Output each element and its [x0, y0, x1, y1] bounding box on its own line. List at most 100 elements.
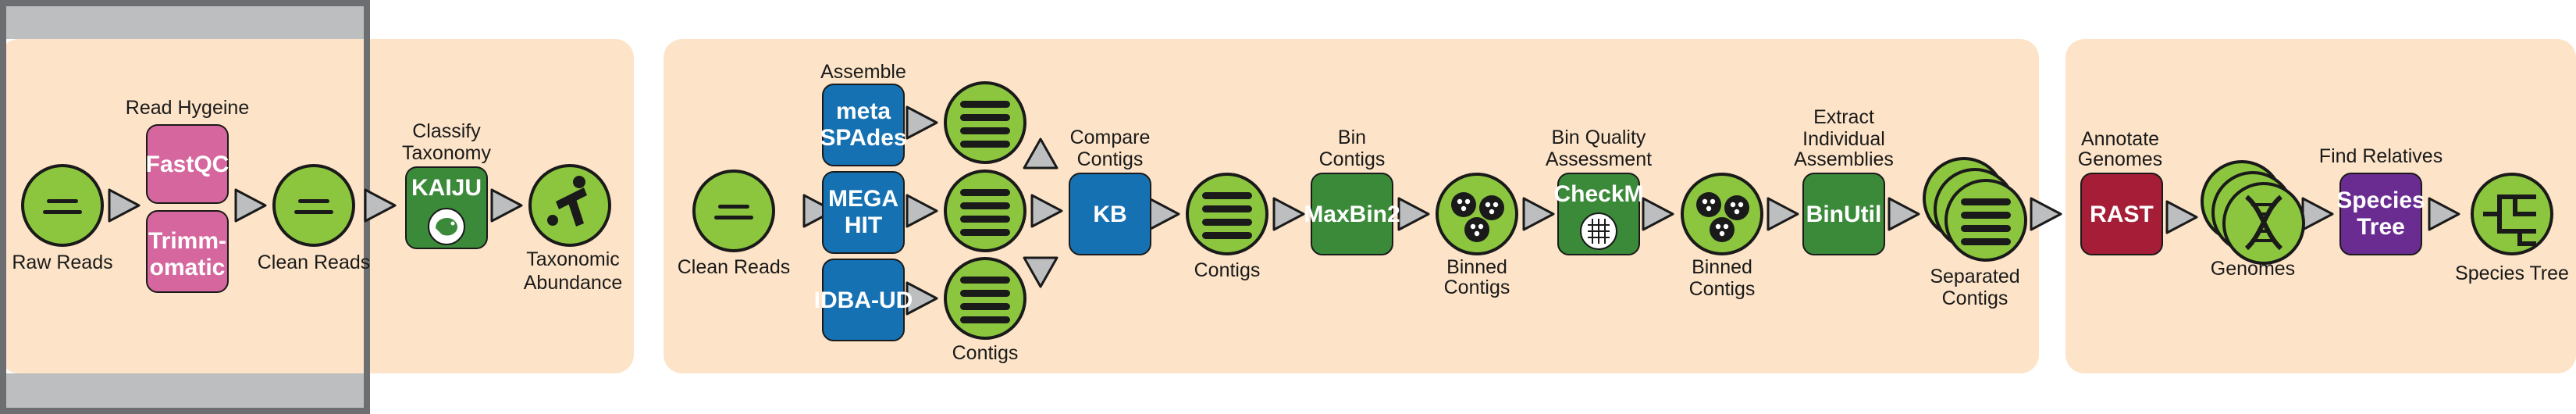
tool-texts: FastQC Trimm- omatic KAIJU meta SPAdes M… [146, 98, 2425, 313]
label-classify-1: Classify [412, 120, 481, 142]
label-annotate-1: Annotate [2081, 128, 2159, 150]
arrow-6 [906, 105, 938, 140]
species-tree-label-1: Species [2336, 187, 2425, 213]
metaspades-label-1: meta [836, 98, 891, 124]
data-nodes [21, 81, 2553, 340]
label-annotate-2: Genomes [2078, 148, 2162, 170]
label-extract-1: Extract [1813, 106, 1874, 128]
maxbin-label: MaxBin2 [1304, 202, 1400, 227]
label-binned-1b: Contigs [1444, 277, 1510, 298]
kb-label: KB [1093, 202, 1126, 227]
arrow-up [1023, 137, 1059, 170]
binutil-label: BinUtil [1806, 202, 1882, 227]
arrow-12 [1522, 197, 1555, 231]
node-genomes [2201, 160, 2305, 265]
panel-annotation [2065, 39, 2576, 373]
label-binned-2b: Contigs [1689, 278, 1756, 300]
trimmomatic-label-2: omatic [150, 255, 226, 280]
label-tax-abund-2: Abundance [524, 272, 623, 294]
node-separated-contigs [1923, 157, 2027, 262]
label-compare-1: Compare [1070, 127, 1151, 148]
arrow-1 [108, 188, 141, 223]
label-tax-abund-1: Taxonomic [526, 248, 620, 270]
arrow-11 [1397, 197, 1430, 231]
label-contigs-2: Contigs [1194, 259, 1261, 281]
arrow-down [1023, 256, 1059, 288]
label-extract-2: Individual [1802, 128, 1885, 150]
kaiju-logo-icon [428, 208, 465, 245]
node-contigs-b [944, 170, 1026, 252]
label-read-hygeine: Read Hygeine [126, 97, 249, 119]
label-binned-1a: Binned [1446, 256, 1507, 278]
trimmomatic-label-1: Trimm- [148, 228, 226, 254]
node-raw-reads [21, 164, 104, 247]
node-taxonomic-abundance [528, 164, 611, 247]
arrow-19 [2428, 197, 2460, 231]
node-binned-contigs-2 [1681, 173, 1763, 255]
rast-label: RAST [2090, 202, 2154, 227]
label-binq-2: Assessment [1546, 148, 1652, 170]
label-compare-2: Contigs [1077, 148, 1144, 170]
label-assemble: Assemble [820, 61, 906, 83]
step-labels: Raw Reads Read Hygeine Clean Reads Class… [12, 61, 2569, 364]
kaiju-label: KAIJU [411, 175, 482, 201]
arrow-8 [906, 281, 938, 316]
metaspades-label-2: SPAdes [820, 125, 906, 151]
box-binutil [1802, 173, 1885, 255]
arrow-5 [802, 194, 835, 228]
box-rast [2080, 173, 2163, 255]
tool-boxes [146, 84, 2422, 341]
node-contigs-2 [1186, 173, 1268, 255]
label-bin-2: Contigs [1319, 148, 1386, 170]
node-contigs-c [944, 257, 1026, 340]
label-clean-reads-2: Clean Reads [678, 256, 791, 278]
arrow-14 [1767, 197, 1799, 231]
label-contigs-1: Contigs [952, 342, 1019, 364]
label-find-relatives: Find Relatives [2319, 145, 2443, 167]
label-bin-1: Bin [1338, 127, 1366, 148]
box-idba [822, 259, 905, 341]
checkm-label: CheckM [1553, 181, 1643, 207]
node-clean-reads-1 [272, 164, 355, 247]
label-species-tree: Species Tree [2455, 262, 2569, 284]
arrow-4 [490, 188, 523, 223]
checkm-logo-icon [1580, 212, 1617, 250]
arrow-2 [234, 188, 267, 223]
arrows [108, 105, 2460, 316]
label-separated-1: Separated [1930, 266, 2019, 287]
megahit-label-2: HIT [845, 212, 882, 238]
box-maxbin [1311, 173, 1393, 255]
label-genomes: Genomes [2211, 258, 2295, 280]
arrow-10 [1272, 197, 1305, 231]
node-species-tree [2471, 173, 2553, 255]
label-extract-3: Assemblies [1794, 148, 1894, 170]
node-contigs-a [944, 81, 1026, 164]
species-tree-label-2: Tree [2357, 214, 2405, 240]
label-binned-2a: Binned [1692, 256, 1752, 278]
box-species-tree [2339, 173, 2422, 255]
fastqc-label: FastQC [146, 152, 229, 177]
label-separated-2: Contigs [1942, 287, 2008, 309]
arrow-15 [1888, 197, 1920, 231]
label-raw-reads: Raw Reads [12, 252, 112, 273]
node-binned-contigs-1 [1436, 173, 1518, 255]
box-kb [1069, 173, 1151, 255]
label-clean-reads-1: Clean Reads [258, 252, 371, 273]
tree-icon [2483, 195, 2536, 246]
label-classify-2: Taxonomy [402, 142, 491, 164]
box-trimmomatic [146, 210, 229, 293]
arrow-3 [364, 188, 397, 223]
arrow-17 [2165, 200, 2198, 234]
arrow-16 [2030, 197, 2062, 231]
dna-icon [2244, 195, 2283, 251]
node-clean-reads-2 [692, 170, 775, 252]
box-megahit [822, 171, 905, 254]
arrow-7 [906, 194, 938, 228]
label-binq-1: Bin Quality [1552, 127, 1646, 148]
arrow-right-mid [1030, 194, 1063, 228]
box-fastqc [146, 124, 229, 204]
arrow-13 [1642, 197, 1674, 231]
idba-label: IDBA-UD [814, 287, 913, 313]
megahit-label-1: MEGA [828, 186, 898, 212]
